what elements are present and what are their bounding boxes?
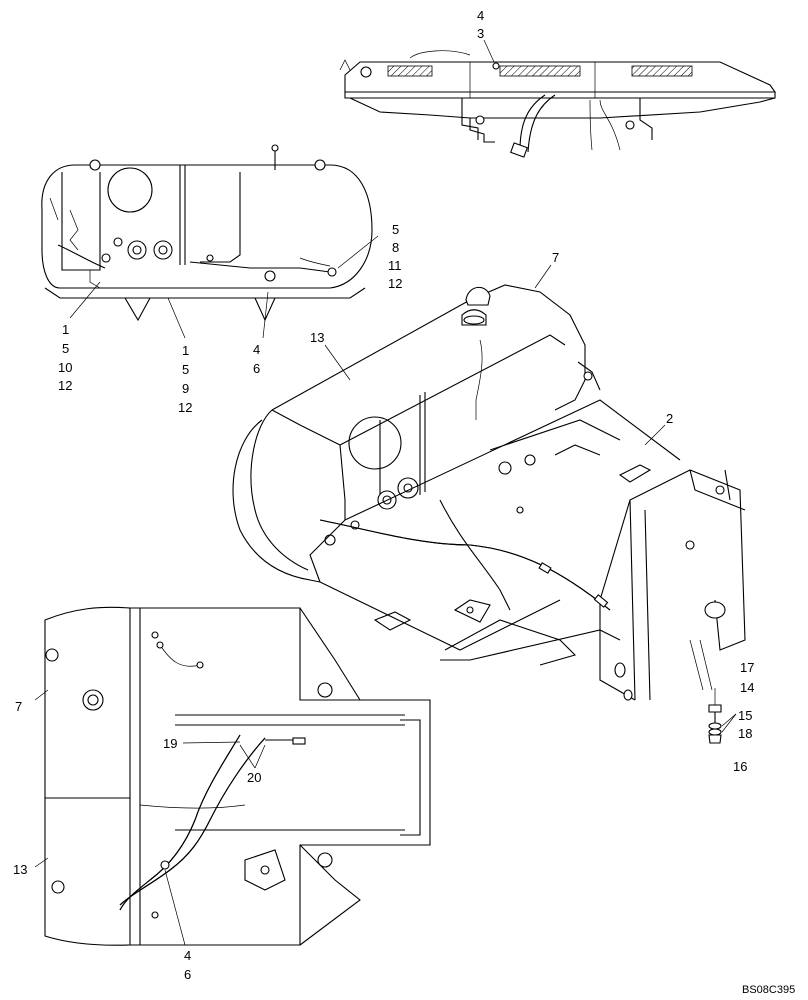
callout-12b: 12	[178, 400, 192, 415]
callout-7-main: 7	[552, 250, 559, 265]
middle-left-tank-view	[41, 144, 373, 322]
callout-4-ml: 4	[253, 342, 260, 357]
bottom-left-view	[44, 606, 431, 946]
callout-14: 14	[740, 680, 754, 695]
callout-15: 15	[738, 708, 752, 723]
callout-4-top: 4	[477, 8, 484, 23]
callout-6-ml: 6	[253, 361, 260, 376]
callout-11-ml: 11	[388, 258, 402, 273]
callout-12-ml: 12	[388, 276, 402, 291]
callouts: 4 3 5 8 11 12 1 5 10 12 1 5 9 12 4 6 7 1…	[13, 8, 754, 982]
callout-9: 9	[182, 381, 189, 396]
callout-19: 19	[163, 736, 177, 751]
callout-7-bl: 7	[15, 699, 22, 714]
callout-8-ml: 8	[392, 240, 399, 255]
callout-17: 17	[740, 660, 754, 675]
callout-16: 16	[733, 759, 747, 774]
callout-1b: 1	[182, 343, 189, 358]
callout-2-main: 2	[666, 411, 673, 426]
callout-13-main: 13	[310, 330, 324, 345]
callout-4-bl: 4	[184, 948, 191, 963]
callout-13-bl: 13	[13, 862, 27, 877]
leader-lines	[34, 39, 737, 946]
callout-5b: 5	[182, 362, 189, 377]
drawing-code: BS08C395	[742, 984, 795, 996]
callout-1a: 1	[62, 322, 69, 337]
hardware-stack	[708, 688, 722, 744]
top-tank-view	[339, 50, 777, 158]
callout-5-ml: 5	[392, 222, 399, 237]
callout-3-top: 3	[477, 26, 484, 41]
callout-18: 18	[738, 726, 752, 741]
callout-5a: 5	[62, 341, 69, 356]
callout-12a: 12	[58, 378, 72, 393]
callout-20: 20	[247, 770, 261, 785]
callout-10: 10	[58, 360, 72, 375]
main-chassis-view	[232, 284, 746, 701]
callout-6-bl: 6	[184, 967, 191, 982]
